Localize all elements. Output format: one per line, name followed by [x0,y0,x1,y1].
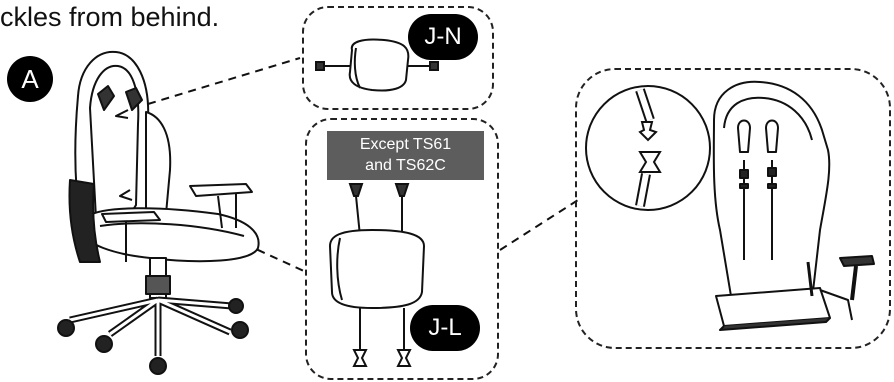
lumbar-exception-note: Except TS61 and TS62C [327,131,484,180]
buckle-detail-magnifier [585,85,711,211]
head-pillow-label-badge: J-N [408,14,478,60]
lumbar-exception-line-2: and TS62C [365,157,446,174]
leader-lines [147,57,579,273]
lumbar-pillow-label-badge: J-L [410,305,480,351]
chair-back-rear-illustration [712,80,875,331]
head-pillow-panel [302,6,494,110]
head-pillow-illustration [315,38,439,92]
lumbar-pillow-panel [305,118,499,380]
rear-view-panel [575,68,891,349]
lumbar-exception-line-1: Except TS61 [359,136,452,153]
office-chair-illustration [57,50,260,375]
lumbar-pillow-illustration [328,183,426,367]
leader-line-rear-view [499,199,579,251]
seat-back-label-badge: A [7,56,53,102]
instruction-caption: ckles from behind. [0,2,220,32]
leader-line-head-pillow [147,57,301,105]
